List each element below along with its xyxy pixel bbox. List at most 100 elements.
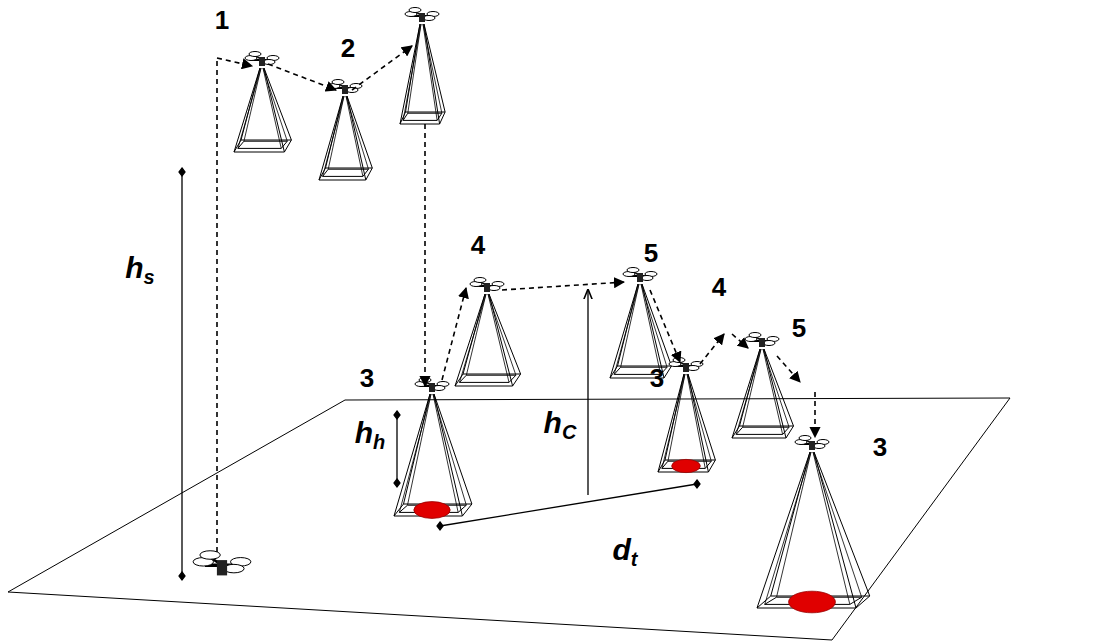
flight-path-arrow: [700, 334, 724, 364]
view-edge: [736, 349, 761, 434]
drone-body: [342, 85, 348, 94]
drone-body: [637, 273, 643, 282]
view-edge: [407, 394, 431, 505]
view-edge: [463, 294, 485, 374]
view-edge: [813, 452, 862, 597]
flight-path-arrow: [502, 282, 624, 290]
view-edge: [765, 452, 811, 604]
drone-with-camera-view: [394, 378, 472, 519]
view-edge: [489, 294, 521, 374]
view-edge: [777, 452, 811, 597]
flight-path-arrow: [424, 124, 426, 386]
view-edge: [399, 394, 431, 512]
waypoint-number: 4: [471, 232, 485, 258]
view-edge: [264, 68, 291, 140]
waypoint-number: 3: [873, 434, 887, 460]
variable-letter: d: [613, 533, 631, 566]
view-edge: [687, 374, 711, 461]
drone-propeller: [409, 8, 421, 13]
drone-with-camera-view: [757, 436, 870, 613]
view-edge: [732, 349, 760, 438]
drone-body: [683, 363, 689, 372]
flight-path-arrow: [442, 288, 466, 380]
view-edge: [764, 349, 794, 426]
view-edge: [263, 68, 287, 141]
view-edge: [400, 24, 420, 124]
view-edge: [326, 96, 344, 168]
view-edge: [771, 452, 810, 596]
drone-body: [217, 560, 227, 575]
drone-body: [259, 57, 265, 66]
dimension-label: hs: [125, 253, 154, 287]
target-spot: [414, 502, 450, 519]
view-edge: [424, 24, 445, 112]
view-edge: [241, 68, 260, 140]
view-edge: [455, 294, 485, 386]
view-edge: [814, 452, 870, 596]
flight-path-arrow: [732, 334, 748, 348]
dimension-label: hC: [544, 408, 577, 442]
variable-subscript: h: [373, 431, 385, 453]
drone-on-ground: [193, 551, 251, 576]
flight-path-arrow: [352, 46, 412, 90]
view-edge: [665, 374, 684, 460]
drone-propeller: [200, 551, 220, 560]
view-edge: [433, 394, 466, 505]
flight-path-arrow: [814, 392, 816, 437]
waypoint-number: 5: [644, 240, 658, 266]
variable-letter: h: [125, 251, 143, 284]
drone-body: [484, 283, 490, 292]
hc-dimension: [587, 290, 588, 495]
view-edge: [323, 96, 344, 176]
view-edge: [740, 349, 761, 426]
view-edge: [394, 394, 430, 516]
view-edge: [238, 68, 261, 148]
view-edge: [610, 284, 638, 378]
view-edge: [347, 96, 372, 168]
waypoint-number: 1: [215, 7, 229, 33]
drone-propeller: [474, 278, 486, 283]
view-edge: [668, 374, 685, 461]
view-edge: [244, 68, 261, 141]
view-edge: [406, 24, 421, 112]
dimension-label: hh: [355, 418, 386, 452]
variable-letter: h: [544, 406, 562, 439]
view-edge: [346, 96, 363, 176]
waypoint-number: 4: [712, 274, 726, 300]
dimension-end: [179, 572, 185, 580]
view-edge: [688, 374, 715, 460]
view-edge: [404, 394, 431, 504]
target-spot: [672, 459, 701, 472]
view-edge: [662, 374, 685, 468]
drone-with-camera-view: [732, 333, 794, 439]
drone-with-camera-view: [234, 52, 291, 153]
flight-path-arrow: [217, 58, 252, 66]
variable-subscript: s: [144, 266, 155, 288]
drone-body: [419, 13, 425, 22]
view-edge: [466, 294, 486, 375]
view-edge: [234, 68, 260, 152]
waypoint-number: 2: [341, 35, 355, 61]
view-edge: [319, 96, 343, 180]
flight-path-arrow: [650, 290, 680, 362]
dt-dimension: [440, 484, 697, 526]
waypoint-number: 3: [650, 365, 664, 391]
drone-with-camera-view: [455, 278, 521, 387]
view-edge: [488, 294, 516, 375]
view-edge: [403, 24, 421, 120]
view-edge: [614, 284, 639, 374]
view-edge: [763, 349, 789, 427]
view-edge: [408, 24, 421, 113]
drone-with-camera-view: [319, 80, 372, 181]
ground-plane: [8, 398, 1010, 640]
drone-with-camera-view: [658, 358, 715, 473]
variable-subscript: t: [631, 548, 638, 570]
view-edge: [618, 284, 639, 366]
drone-body: [759, 338, 765, 347]
view-edge: [641, 284, 667, 367]
view-edge: [813, 452, 850, 604]
flight-path-arrow: [216, 58, 218, 552]
drone-propeller: [749, 333, 761, 338]
drone-with-camera-view: [400, 8, 445, 125]
dimension-label: dt: [613, 535, 638, 569]
